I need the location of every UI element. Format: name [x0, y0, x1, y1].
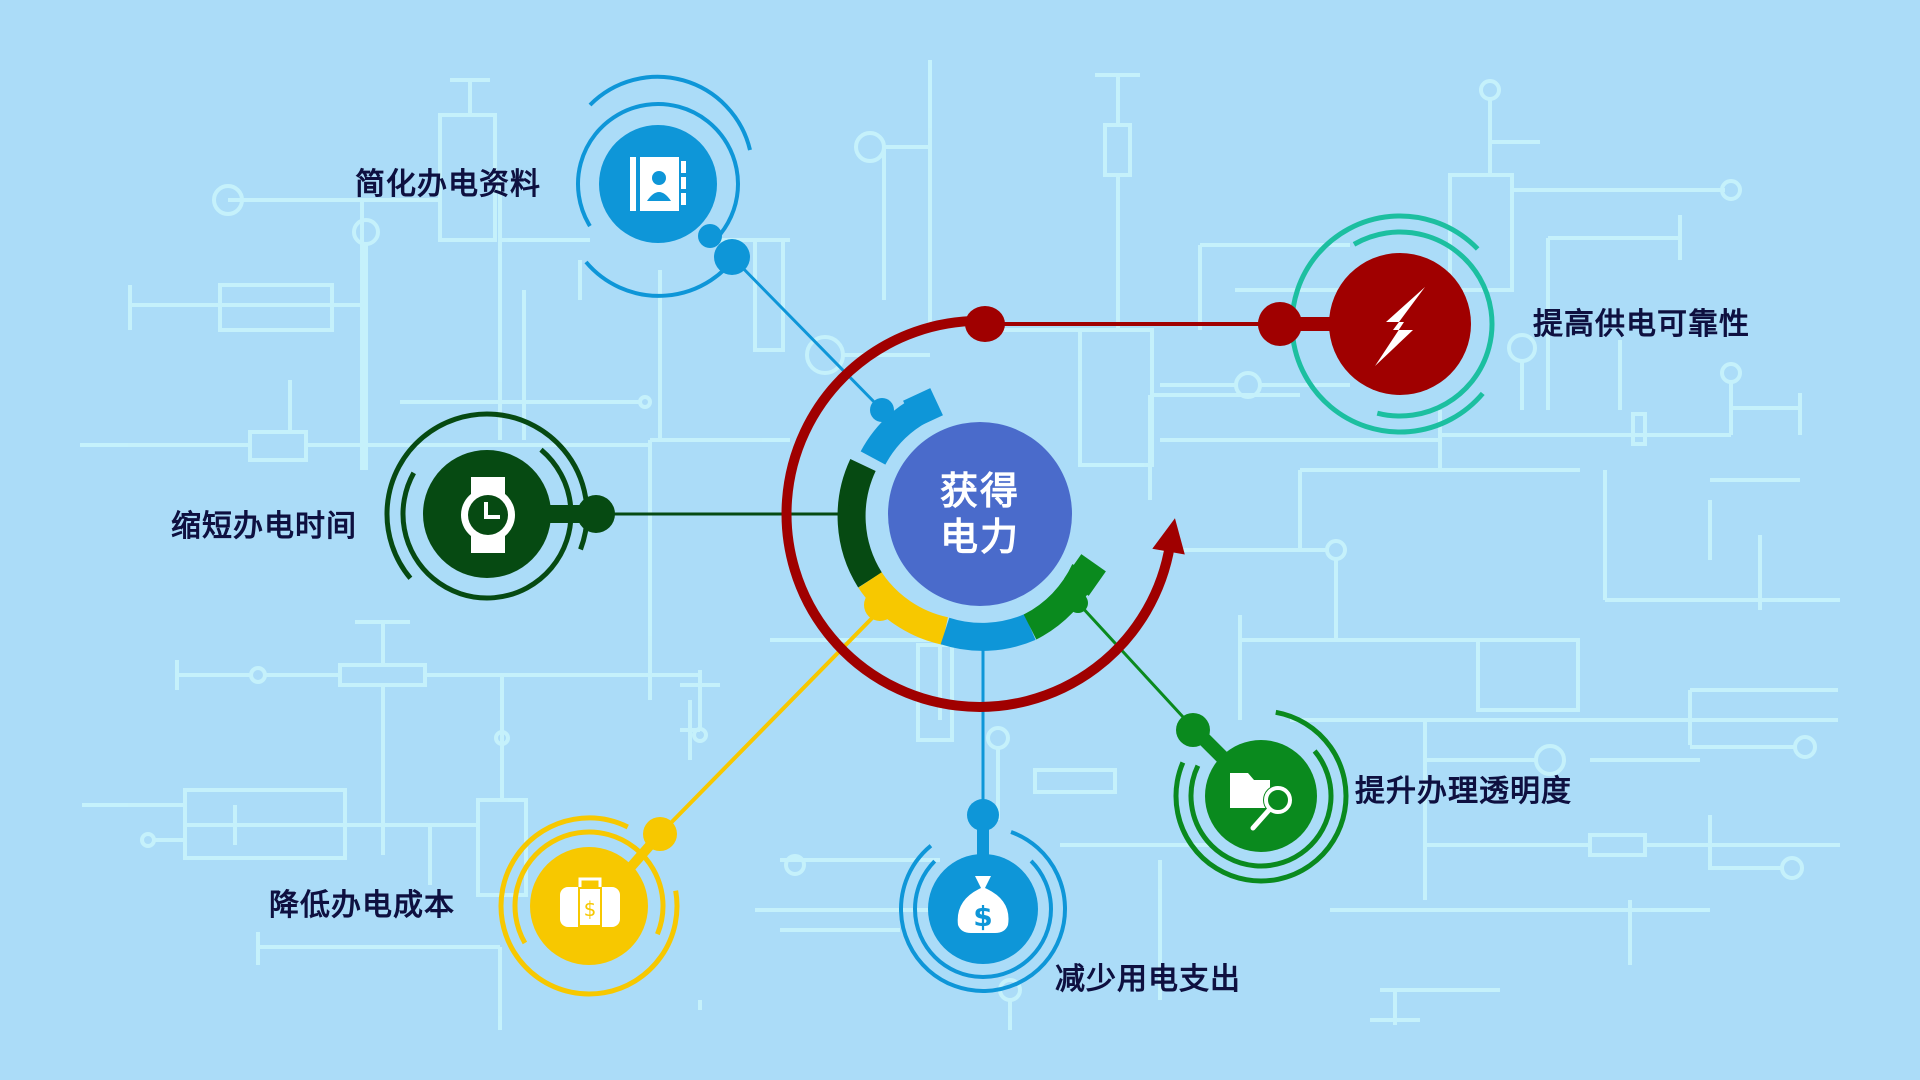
- hub-segment-ring: [837, 388, 1106, 651]
- label-reduce-expense: 减少用电支出: [1055, 962, 1241, 997]
- node-reduce-cost[interactable]: $: [487, 804, 691, 1008]
- label-shorten-time: 缩短办电时间: [171, 509, 357, 544]
- money-bag-icon: $: [957, 876, 1009, 933]
- hub-title: 获得 电力: [910, 468, 1050, 560]
- address-book-icon: [630, 157, 686, 211]
- node-reduce-expense[interactable]: $: [878, 799, 1088, 1014]
- label-simplify-materials: 简化办电资料: [355, 167, 541, 202]
- hub-title-line1: 获得: [939, 469, 1020, 513]
- money-suitcase-icon: $: [560, 877, 620, 927]
- watch-icon: [461, 477, 515, 553]
- node-simplify-materials[interactable]: [549, 74, 768, 298]
- lightning-bolt-icon: [1375, 287, 1425, 366]
- label-reliability: 提高供电可靠性: [1533, 307, 1750, 342]
- node-shorten-time[interactable]: [346, 373, 628, 655]
- hub-circle: [888, 422, 1072, 606]
- cycle-arrow: [781, 304, 1302, 712]
- node-reliability[interactable]: [1248, 172, 1552, 476]
- label-transparency: 提升办理透明度: [1355, 774, 1572, 809]
- folder-search-icon: [1230, 773, 1293, 831]
- svg-text:$: $: [584, 897, 597, 921]
- label-reduce-cost: 降低办电成本: [269, 888, 455, 923]
- svg-text:$: $: [973, 900, 992, 933]
- hub-title-line2: 电力: [939, 515, 1020, 559]
- node-transparency[interactable]: [1162, 697, 1359, 894]
